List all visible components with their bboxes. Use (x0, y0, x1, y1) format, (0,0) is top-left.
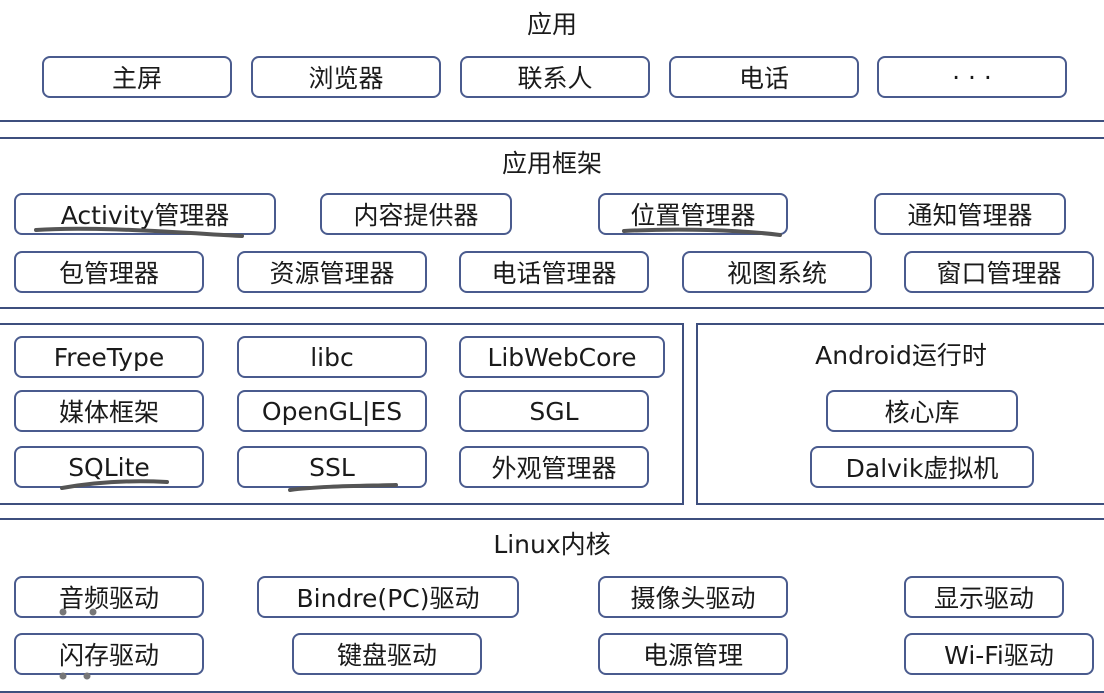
lib-opengl-es: OpenGL|ES (237, 390, 427, 432)
lib-ssl: SSL (237, 446, 427, 488)
lib-sgl: SGL (459, 390, 649, 432)
runtime-layer-title: Android运行时 (815, 341, 987, 370)
lib-freetype: FreeType (14, 336, 204, 378)
app-home-screen: 主屏 (42, 56, 232, 98)
kernel-keypad-driver: 键盘驱动 (292, 633, 482, 675)
framework-window-manager: 窗口管理器 (904, 251, 1094, 293)
runtime-dalvik-vm: Dalvik虚拟机 (810, 446, 1034, 488)
app-browser: 浏览器 (251, 56, 441, 98)
kernel-binder-ipc-driver: Bindre(PC)驱动 (257, 576, 519, 618)
framework-telephony-manager: 电话管理器 (459, 251, 649, 293)
framework-layer-title: 应用框架 (501, 149, 602, 178)
framework-content-providers: 内容提供器 (320, 193, 512, 235)
framework-view-system: 视图系统 (682, 251, 872, 293)
app-contacts: 联系人 (460, 56, 650, 98)
framework-activity-manager: Activity管理器 (14, 193, 276, 235)
framework-location-manager: 位置管理器 (598, 193, 788, 235)
applications-layer-title: 应用 (526, 10, 577, 39)
lib-libc: libc (237, 336, 427, 378)
kernel-flash-driver: 闪存驱动 (14, 633, 204, 675)
lib-surface-manager: 外观管理器 (459, 446, 649, 488)
framework-resource-manager: 资源管理器 (237, 251, 427, 293)
kernel-power-management: 电源管理 (598, 633, 788, 675)
framework-notification-manager: 通知管理器 (874, 193, 1066, 235)
framework-package-manager: 包管理器 (14, 251, 204, 293)
lib-media-framework: 媒体框架 (14, 390, 204, 432)
lib-libwebcore: LibWebCore (459, 336, 665, 378)
app-more: · · · (877, 56, 1067, 98)
kernel-layer-title: Linux内核 (493, 530, 611, 559)
kernel-display-driver: 显示驱动 (904, 576, 1064, 618)
app-phone: 电话 (669, 56, 859, 98)
kernel-wifi-driver: Wi-Fi驱动 (904, 633, 1094, 675)
kernel-audio-driver: 音频驱动 (14, 576, 204, 618)
lib-sqlite: SQLite (14, 446, 204, 488)
kernel-camera-driver: 摄像头驱动 (598, 576, 788, 618)
runtime-core-libraries: 核心库 (826, 390, 1018, 432)
